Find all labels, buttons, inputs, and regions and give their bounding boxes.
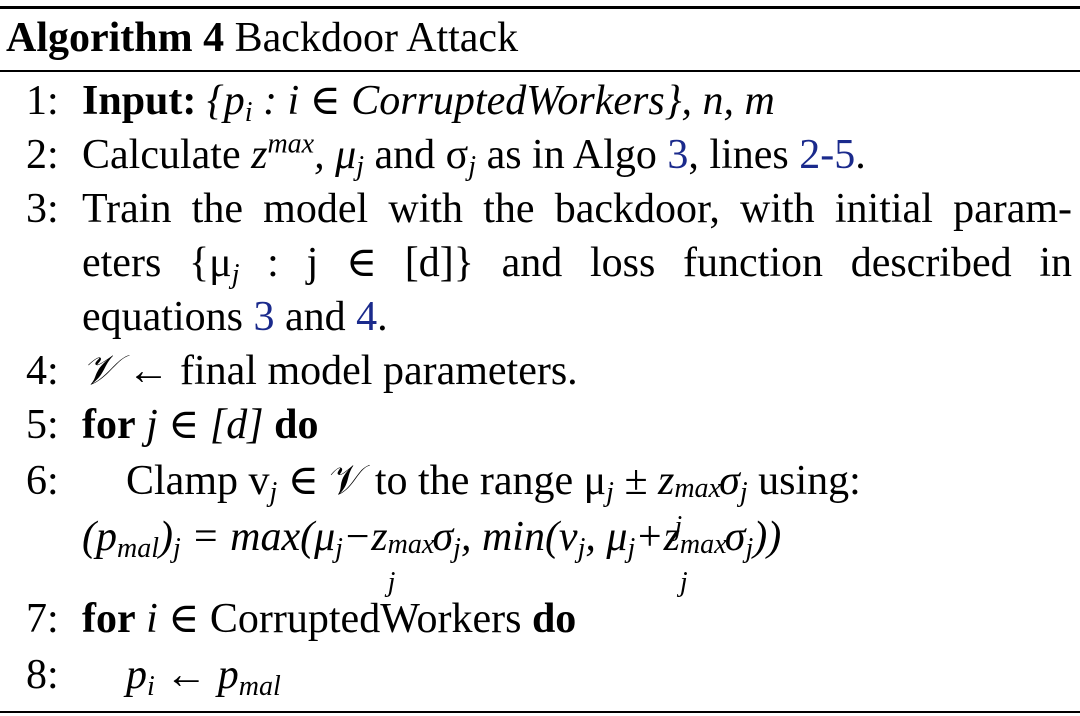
- equation-ref-3[interactable]: 3: [253, 294, 275, 340]
- equation-ref-4[interactable]: 4: [356, 294, 378, 340]
- line-number-2: 2:: [26, 132, 59, 178]
- line-number-4: 4:: [26, 348, 59, 394]
- bottom-rule: [0, 711, 1080, 713]
- for-keyword-2: for: [82, 596, 136, 642]
- line-number-1: 1:: [26, 78, 59, 124]
- line-number-5: 5:: [26, 402, 59, 448]
- header-rule: [0, 70, 1080, 72]
- line-1: Input: {pi : i ∈ CorruptedWorkers}, n, m: [82, 78, 775, 128]
- line-number-7: 7:: [26, 596, 59, 642]
- lines-ref-link[interactable]: 2-5: [799, 132, 856, 178]
- line-7: for i ∈ CorruptedWorkers do: [82, 596, 577, 642]
- top-rule: [0, 6, 1080, 9]
- algorithm-title: Algorithm 4 Backdoor Attack: [6, 14, 518, 62]
- line-2: Calculate zmax, μj and σj as in Algo 3, …: [82, 128, 866, 182]
- line-3a: Train the model with the backdoor, with …: [82, 186, 1072, 232]
- for-keyword: for: [82, 402, 136, 448]
- line-number-6: 6:: [26, 458, 59, 504]
- line-3c: equations 3 and 4.: [82, 294, 388, 340]
- do-keyword-2: do: [521, 596, 577, 642]
- line-8: pi ← pmal: [126, 652, 281, 702]
- input-keyword: Input:: [82, 78, 197, 124]
- line-5: for j ∈ [d] do: [82, 402, 319, 448]
- line-4: 𝒱 ← final model parameters.: [82, 348, 578, 394]
- do-keyword: do: [274, 402, 319, 448]
- line-number-3: 3:: [26, 186, 59, 232]
- algorithm-label: Algorithm 4: [6, 15, 225, 61]
- algo-ref-link[interactable]: 3: [667, 132, 689, 178]
- line-number-8: 8:: [26, 652, 59, 698]
- line-3b: eters {μj : j ∈ [d]} and loss function d…: [82, 240, 1073, 290]
- algorithm-name: Backdoor Attack: [234, 15, 519, 61]
